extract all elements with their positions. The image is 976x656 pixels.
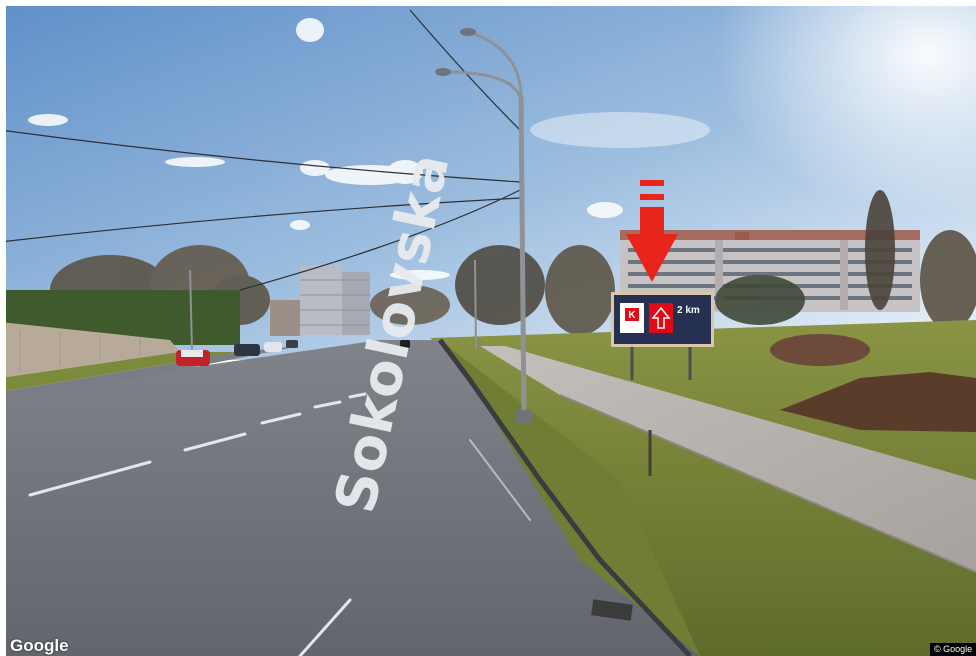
distant-buildings <box>270 265 370 336</box>
billboard-distance: 2 km <box>677 305 700 316</box>
copyright-notice: © Google <box>930 643 976 656</box>
storm-drain <box>591 599 633 621</box>
lane-markings <box>28 392 531 656</box>
clouds <box>28 18 710 280</box>
curb <box>438 338 692 656</box>
stone-wall <box>0 322 180 378</box>
road-surface <box>0 340 700 656</box>
white-car <box>264 342 282 352</box>
dirt-mound <box>780 372 976 432</box>
distant-pole <box>189 269 193 351</box>
overhead-wires <box>0 9 521 291</box>
shrub <box>770 334 870 366</box>
down-arrow-marker-icon <box>626 180 678 282</box>
svg-text:K: K <box>628 310 636 321</box>
road-left-far <box>0 346 300 405</box>
billboard: K <box>611 292 714 380</box>
street-lamp <box>435 28 532 424</box>
dark-car <box>234 344 260 356</box>
google-watermark[interactable]: Google <box>10 636 69 655</box>
sidewalk <box>480 346 976 572</box>
grass-median <box>440 340 700 656</box>
cars <box>176 340 410 366</box>
